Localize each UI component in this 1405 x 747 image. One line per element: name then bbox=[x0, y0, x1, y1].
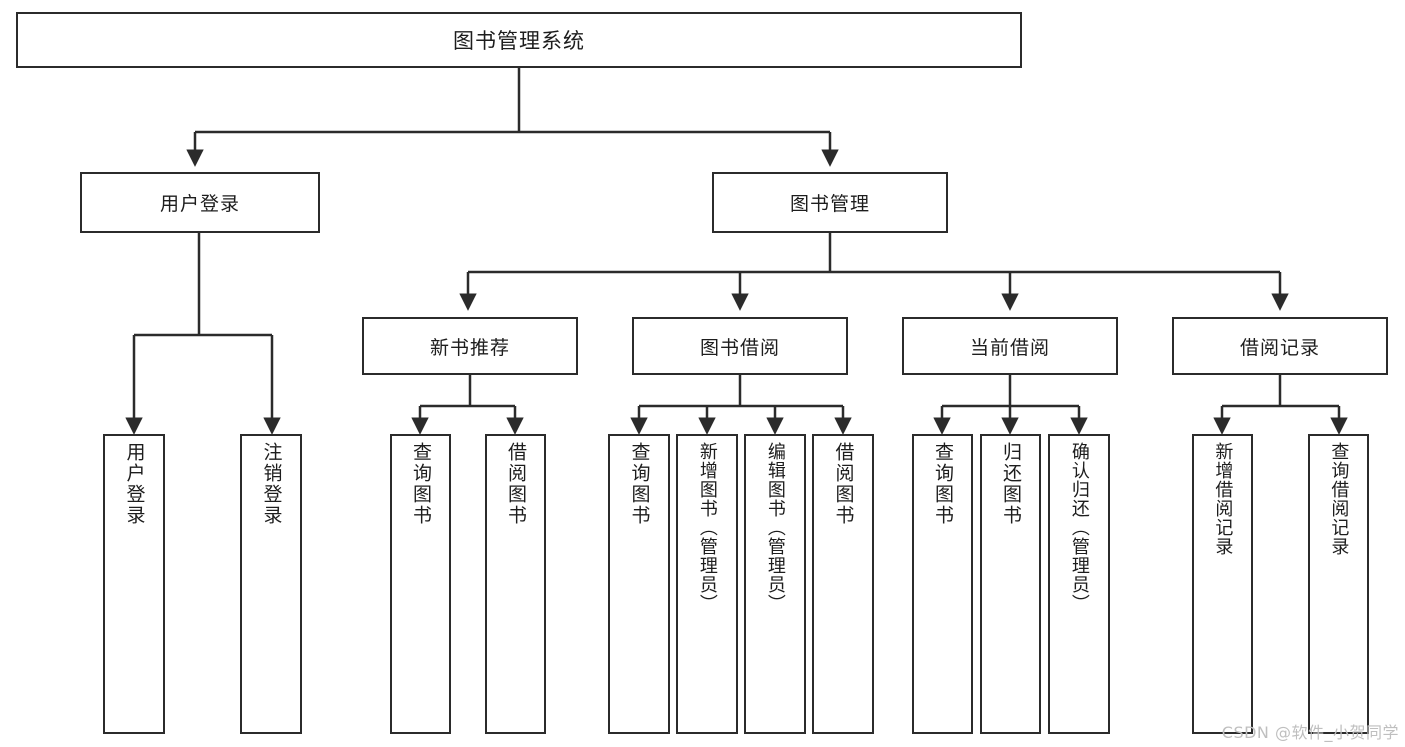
node-new-book-recommend[interactable]: 新书推荐 bbox=[362, 317, 578, 375]
leaf-new-book-1[interactable]: 查询图书 bbox=[390, 434, 451, 734]
leaf-current-borrow-3-label: 确认归还（管理员） bbox=[1068, 442, 1090, 613]
leaf-current-borrow-1-label: 查询图书 bbox=[932, 442, 955, 526]
leaf-user-login-2[interactable]: 注销登录 bbox=[240, 434, 302, 734]
node-user-login[interactable]: 用户登录 bbox=[80, 172, 320, 233]
node-current-borrow-label: 当前借阅 bbox=[969, 336, 1050, 359]
node-new-book-recommend-label: 新书推荐 bbox=[429, 336, 510, 359]
leaf-borrow-record-2[interactable]: 查询借阅记录 bbox=[1308, 434, 1369, 734]
leaf-book-borrow-3-label: 编辑图书（管理员） bbox=[764, 442, 786, 613]
node-root-label: 图书管理系统 bbox=[453, 29, 585, 53]
leaf-borrow-record-1[interactable]: 新增借阅记录 bbox=[1192, 434, 1253, 734]
leaf-user-login-1-label: 用户登录 bbox=[123, 442, 146, 526]
node-book-borrow[interactable]: 图书借阅 bbox=[632, 317, 848, 375]
leaf-new-book-2[interactable]: 借阅图书 bbox=[485, 434, 546, 734]
node-root[interactable]: 图书管理系统 bbox=[16, 12, 1022, 68]
leaf-current-borrow-1[interactable]: 查询图书 bbox=[912, 434, 973, 734]
node-book-management[interactable]: 图书管理 bbox=[712, 172, 948, 233]
watermark-text: CSDN @软件_小贺同学 bbox=[1221, 723, 1399, 742]
leaf-book-borrow-1[interactable]: 查询图书 bbox=[608, 434, 670, 734]
node-book-management-label: 图书管理 bbox=[789, 193, 870, 215]
leaf-book-borrow-3[interactable]: 编辑图书（管理员） bbox=[744, 434, 806, 734]
node-user-login-label: 用户登录 bbox=[159, 193, 240, 215]
leaf-book-borrow-1-label: 查询图书 bbox=[628, 442, 651, 526]
node-borrow-record-label: 借阅记录 bbox=[1239, 336, 1320, 359]
leaf-current-borrow-2[interactable]: 归还图书 bbox=[980, 434, 1041, 734]
node-borrow-record[interactable]: 借阅记录 bbox=[1172, 317, 1388, 375]
node-current-borrow[interactable]: 当前借阅 bbox=[902, 317, 1118, 375]
leaf-user-login-1[interactable]: 用户登录 bbox=[103, 434, 165, 734]
leaf-book-borrow-2[interactable]: 新增图书（管理员） bbox=[676, 434, 738, 734]
leaf-new-book-1-label: 查询图书 bbox=[410, 442, 433, 526]
node-book-borrow-label: 图书借阅 bbox=[699, 336, 780, 359]
leaf-book-borrow-4[interactable]: 借阅图书 bbox=[812, 434, 874, 734]
leaf-current-borrow-3[interactable]: 确认归还（管理员） bbox=[1048, 434, 1110, 734]
leaf-current-borrow-2-label: 归还图书 bbox=[1000, 442, 1023, 526]
leaf-borrow-record-2-label: 查询借阅记录 bbox=[1328, 442, 1350, 556]
leaf-borrow-record-1-label: 新增借阅记录 bbox=[1212, 442, 1234, 556]
leaf-book-borrow-4-label: 借阅图书 bbox=[832, 442, 855, 526]
leaf-new-book-2-label: 借阅图书 bbox=[505, 442, 528, 526]
leaf-book-borrow-2-label: 新增图书（管理员） bbox=[696, 442, 718, 613]
leaf-user-login-2-label: 注销登录 bbox=[260, 442, 283, 526]
